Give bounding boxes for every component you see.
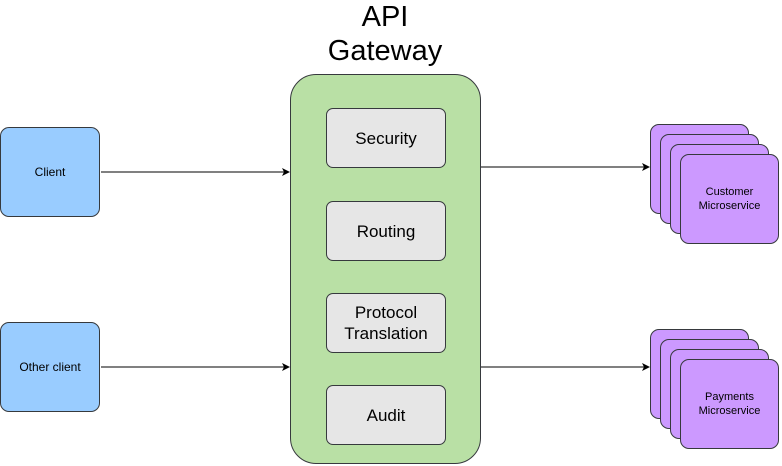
gateway-title-line1: API xyxy=(361,1,409,33)
other-client-label: Other client xyxy=(19,360,81,374)
client-label: Client xyxy=(34,165,66,179)
security-module: Security xyxy=(326,108,446,168)
other-client-node: Other client xyxy=(0,322,100,412)
routing-module: Routing xyxy=(326,201,446,261)
gateway-title-line2: Gateway xyxy=(327,35,443,67)
client-node: Client xyxy=(0,127,100,217)
customer-microservice-node: Customer Microservice xyxy=(680,154,779,244)
payments-microservice-stack: Payments Microservice xyxy=(650,329,782,449)
payments-microservice-node: Payments Microservice xyxy=(680,359,779,449)
payments-microservice-label: Payments Microservice xyxy=(698,391,761,417)
audit-module: Audit xyxy=(326,385,446,445)
api-gateway-container: Security Routing Protocol Translation Au… xyxy=(290,74,481,464)
protocol-translation-module: Protocol Translation xyxy=(326,293,446,353)
gateway-title: API Gateway xyxy=(300,0,470,68)
customer-microservice-label: Customer Microservice xyxy=(698,186,761,212)
customer-microservice-stack: Customer Microservice xyxy=(650,124,782,244)
